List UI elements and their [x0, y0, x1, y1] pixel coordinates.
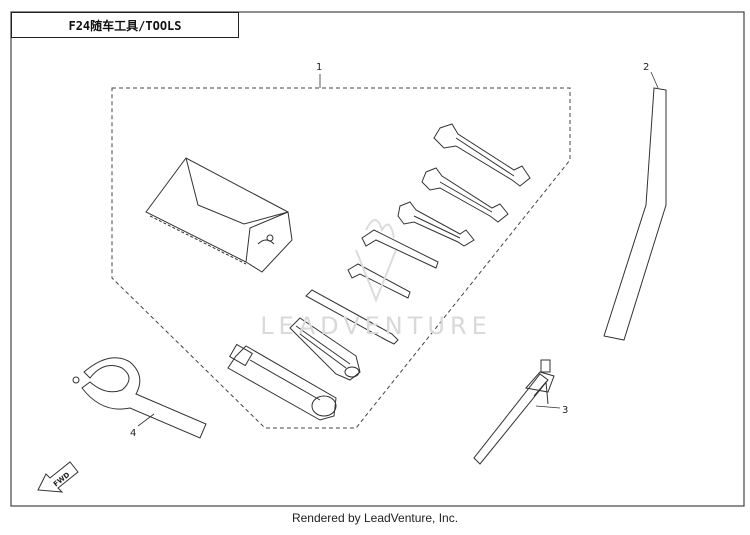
fwd-direction-arrow: FWD	[37, 461, 79, 493]
callout-1[interactable]: 1	[316, 62, 322, 88]
hex-key-large[interactable]	[361, 229, 439, 269]
callout-2[interactable]: 2	[643, 62, 659, 89]
watermark-text: LEADVENTURE	[260, 312, 492, 340]
callout-4-number: 4	[130, 428, 136, 439]
socket-tube-wrench[interactable]	[227, 343, 337, 421]
callout-1-number: 1	[316, 62, 322, 73]
hex-key-small[interactable]	[347, 263, 411, 299]
callout-3[interactable]: 3	[535, 405, 568, 416]
tire-pressure-gauge[interactable]	[473, 359, 555, 465]
watermark-emblem	[355, 219, 397, 303]
callout-2-number: 2	[643, 62, 649, 73]
render-credit: Rendered by LeadVenture, Inc.	[291, 511, 459, 525]
diagram-title: F24随车工具/TOOLS	[11, 12, 239, 38]
callout-3-number: 3	[562, 405, 568, 416]
outer-frame	[10, 11, 745, 507]
screwdriver-handle[interactable]	[289, 317, 361, 381]
wrench-small[interactable]	[397, 201, 475, 247]
kit-boundary	[111, 87, 571, 429]
hook-spanner-wrench[interactable]	[72, 357, 207, 439]
tool-bar[interactable]	[603, 87, 667, 341]
tool-bag[interactable]	[145, 157, 293, 273]
wrench-large[interactable]	[433, 123, 531, 187]
callout-4[interactable]: 4	[130, 413, 155, 439]
wrench-medium[interactable]	[421, 167, 509, 223]
screwdriver[interactable]	[305, 289, 399, 345]
